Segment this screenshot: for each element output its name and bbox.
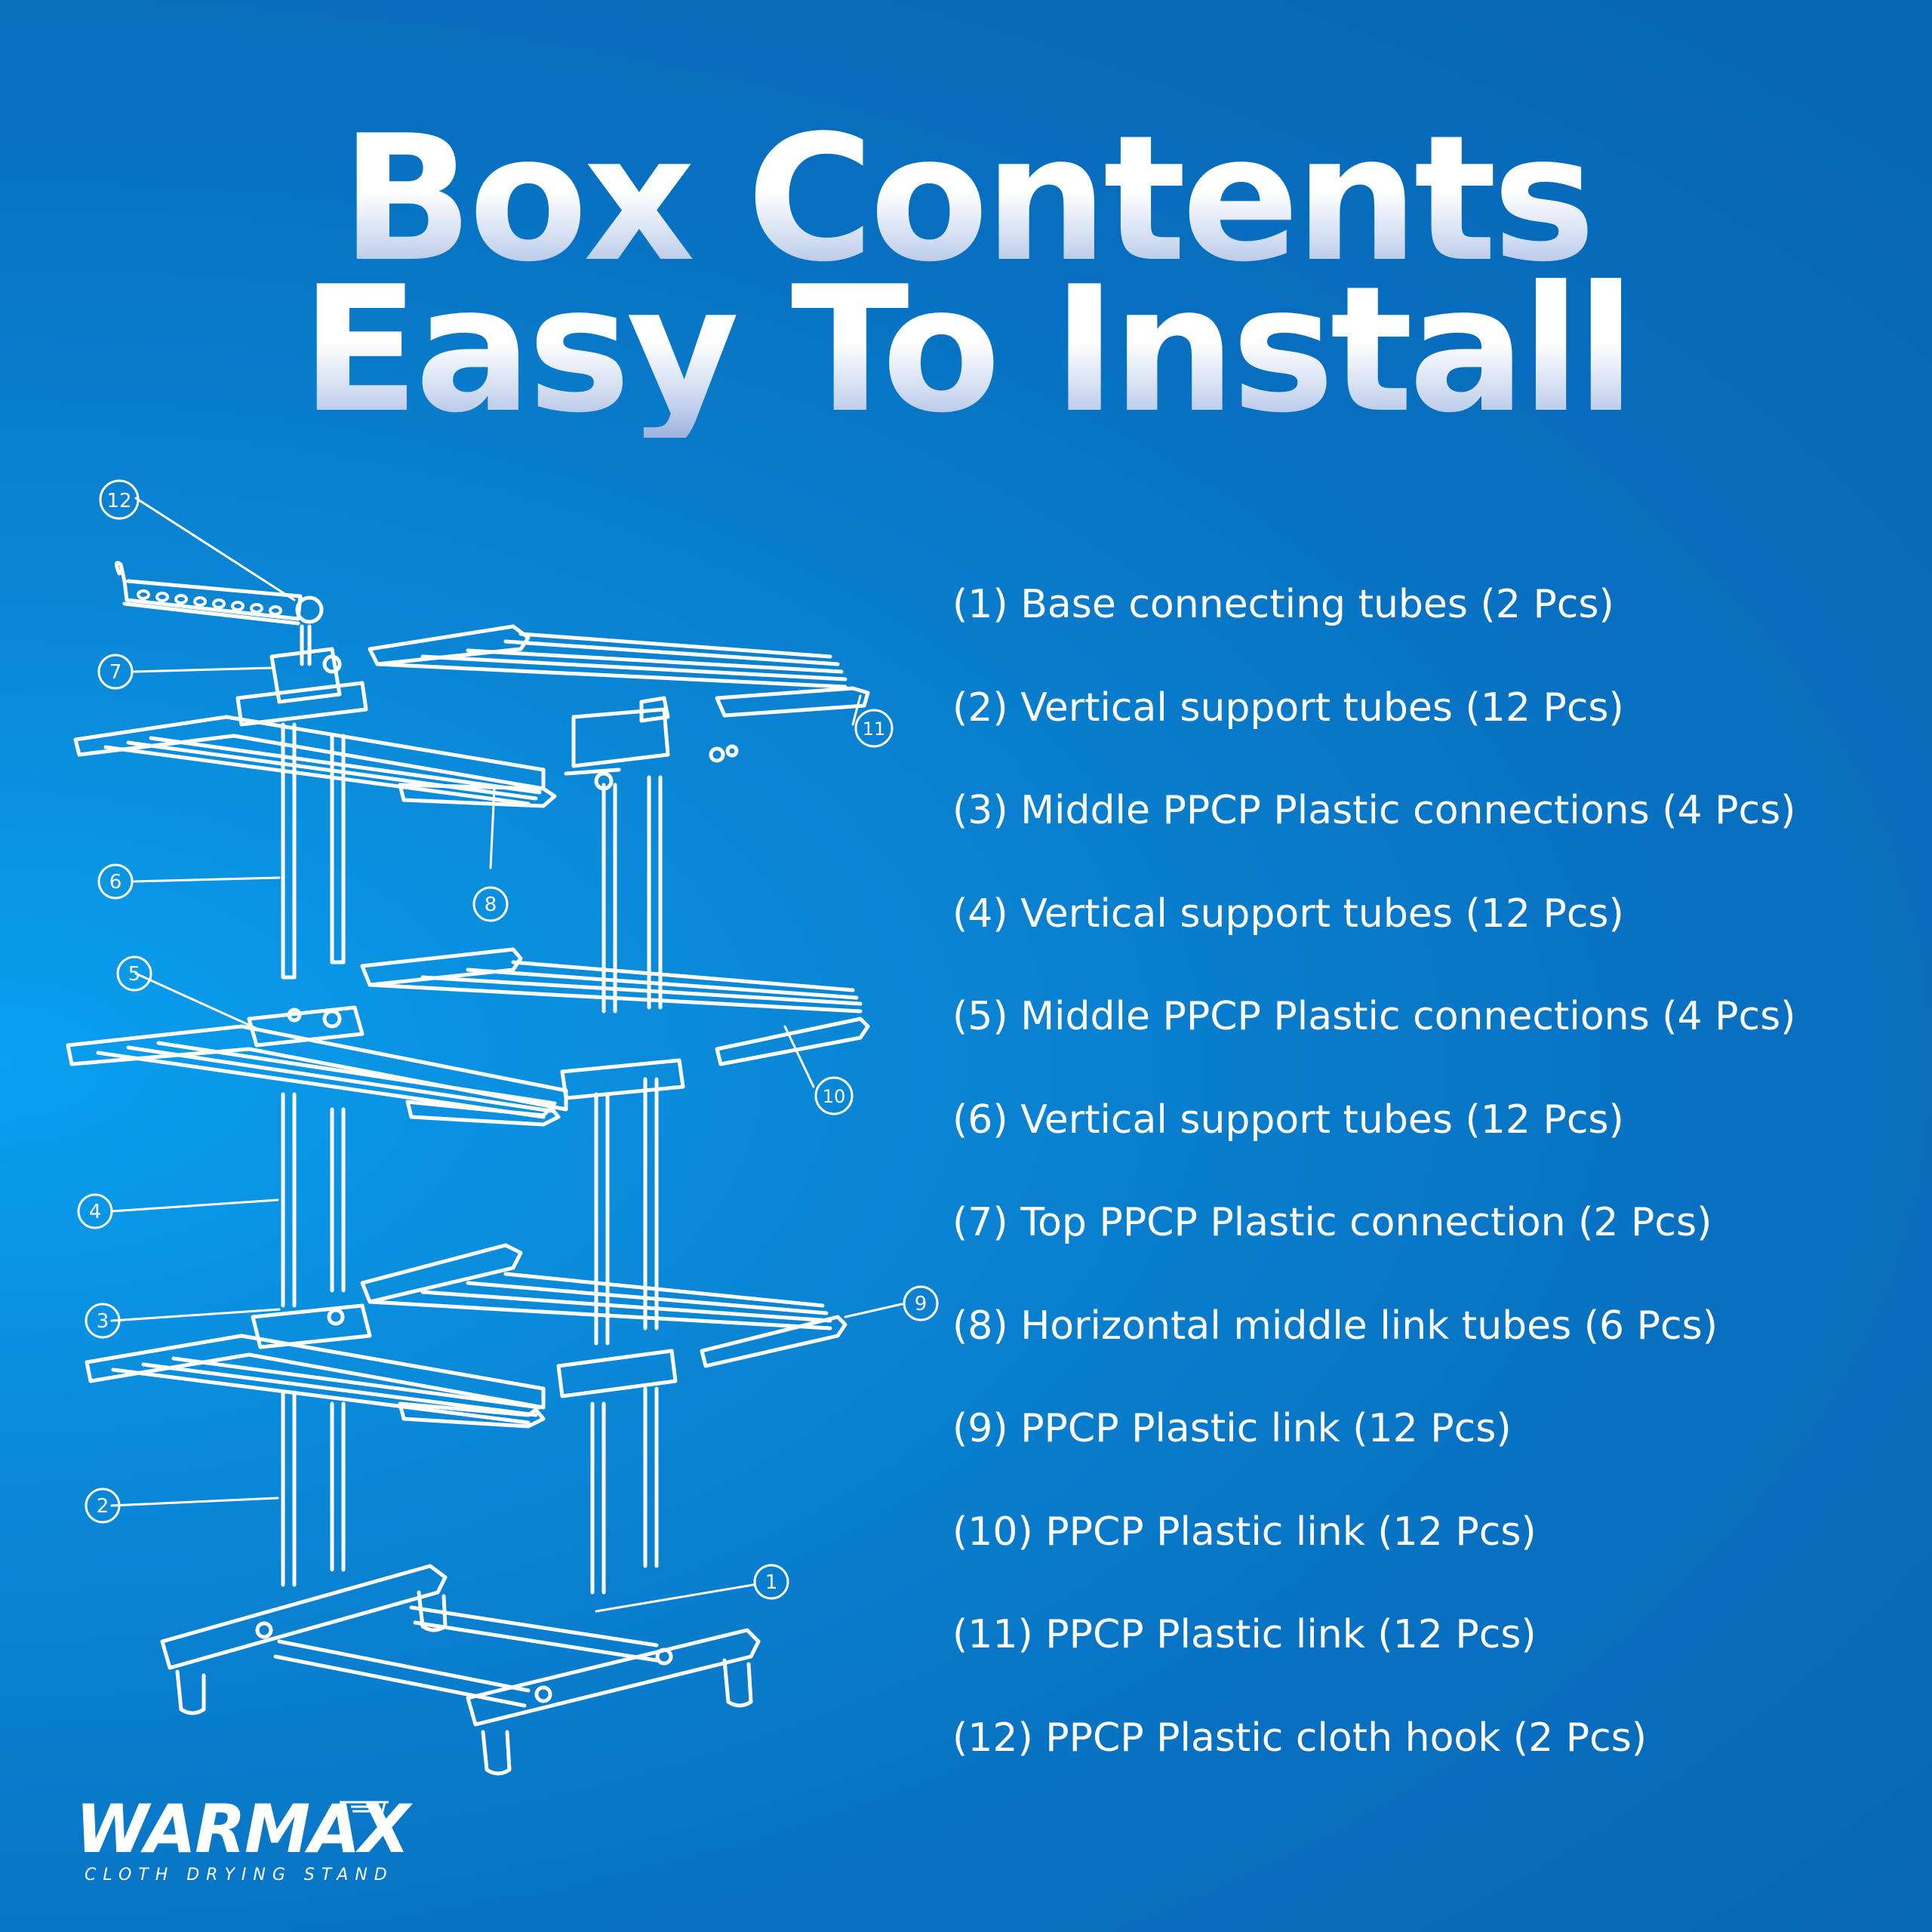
- callout-12: 12: [99, 479, 140, 520]
- brand-tagline: CLOTH DRYING STAND: [85, 1866, 394, 1884]
- svg-text:8: 8: [485, 894, 497, 916]
- drying-stand-diagram: 12 7 6 8 5 10 11 4 3 9 2 1: [66, 479, 939, 1776]
- top-tier-rack: [73, 624, 870, 808]
- part-item-6: (6) Vertical support tubes (12 Pcs): [952, 1097, 1624, 1143]
- top-vertical-tubes: [281, 722, 663, 1014]
- cloth-hook-part: [115, 561, 324, 666]
- drying-rack-icon: [340, 1801, 389, 1818]
- callout-9: 9: [903, 1285, 939, 1321]
- part-item-10: (10) PPCP Plastic link (12 Pcs): [952, 1509, 1537, 1555]
- svg-text:1: 1: [765, 1571, 778, 1594]
- svg-text:5: 5: [128, 963, 141, 986]
- svg-text:3: 3: [97, 1310, 109, 1333]
- base-frame: [160, 1564, 761, 1776]
- svg-text:2: 2: [97, 1495, 109, 1518]
- svg-text:11: 11: [863, 718, 886, 740]
- callout-7: 7: [97, 654, 134, 690]
- svg-text:4: 4: [89, 1201, 102, 1223]
- part-item-11: (11) PPCP Plastic link (12 Pcs): [952, 1612, 1537, 1657]
- part-item-5: (5) Middle PPCP Plastic connections (4 P…: [952, 994, 1796, 1039]
- callout-4: 4: [77, 1193, 113, 1229]
- callout-2: 2: [85, 1487, 121, 1524]
- callout-11: 11: [854, 709, 894, 748]
- callout-10: 10: [814, 1076, 854, 1115]
- part-item-4: (4) Vertical support tubes (12 Pcs): [952, 891, 1624, 937]
- svg-text:10: 10: [823, 1086, 846, 1107]
- leader-lines: [110, 497, 903, 1613]
- parts-list: (1) Base connecting tubes (2 Pcs) (2) Ve…: [952, 577, 1795, 1814]
- part-item-8: (8) Horizontal middle link tubes (6 Pcs): [952, 1303, 1718, 1349]
- part-item-7: (7) Top PPCP Plastic connection (2 Pcs): [952, 1200, 1712, 1245]
- svg-text:6: 6: [109, 871, 122, 894]
- lower-tier-rack: [85, 1243, 848, 1429]
- middle-tier-rack: [66, 947, 870, 1127]
- top-connection-part: [235, 647, 368, 727]
- brand-logo: WARMAX CLOTH DRYING STAND: [75, 1796, 410, 1885]
- callout-3: 3: [85, 1303, 121, 1339]
- svg-text:9: 9: [915, 1293, 928, 1315]
- callout-1: 1: [753, 1564, 789, 1600]
- callout-6: 6: [97, 863, 134, 900]
- title-line-1: Box Contents: [0, 113, 1932, 287]
- middle-vertical-tubes: [281, 1077, 659, 1346]
- svg-text:7: 7: [109, 661, 122, 684]
- part-item-2: (2) Vertical support tubes (12 Pcs): [952, 685, 1624, 731]
- part-item-9: (9) PPCP Plastic link (12 Pcs): [952, 1406, 1512, 1451]
- part-item-1: (1) Base connecting tubes (2 Pcs): [952, 582, 1614, 627]
- part-item-3: (3) Middle PPCP Plastic connections (4 P…: [952, 788, 1796, 833]
- part-item-12: (12) PPCP Plastic cloth hook (2 Pcs): [952, 1715, 1647, 1761]
- callout-8: 8: [472, 886, 509, 922]
- svg-text:12: 12: [106, 490, 131, 512]
- title-line-2: Easy To Install: [0, 264, 1932, 438]
- callout-5: 5: [116, 955, 152, 992]
- bottom-vertical-tubes: [281, 1386, 659, 1595]
